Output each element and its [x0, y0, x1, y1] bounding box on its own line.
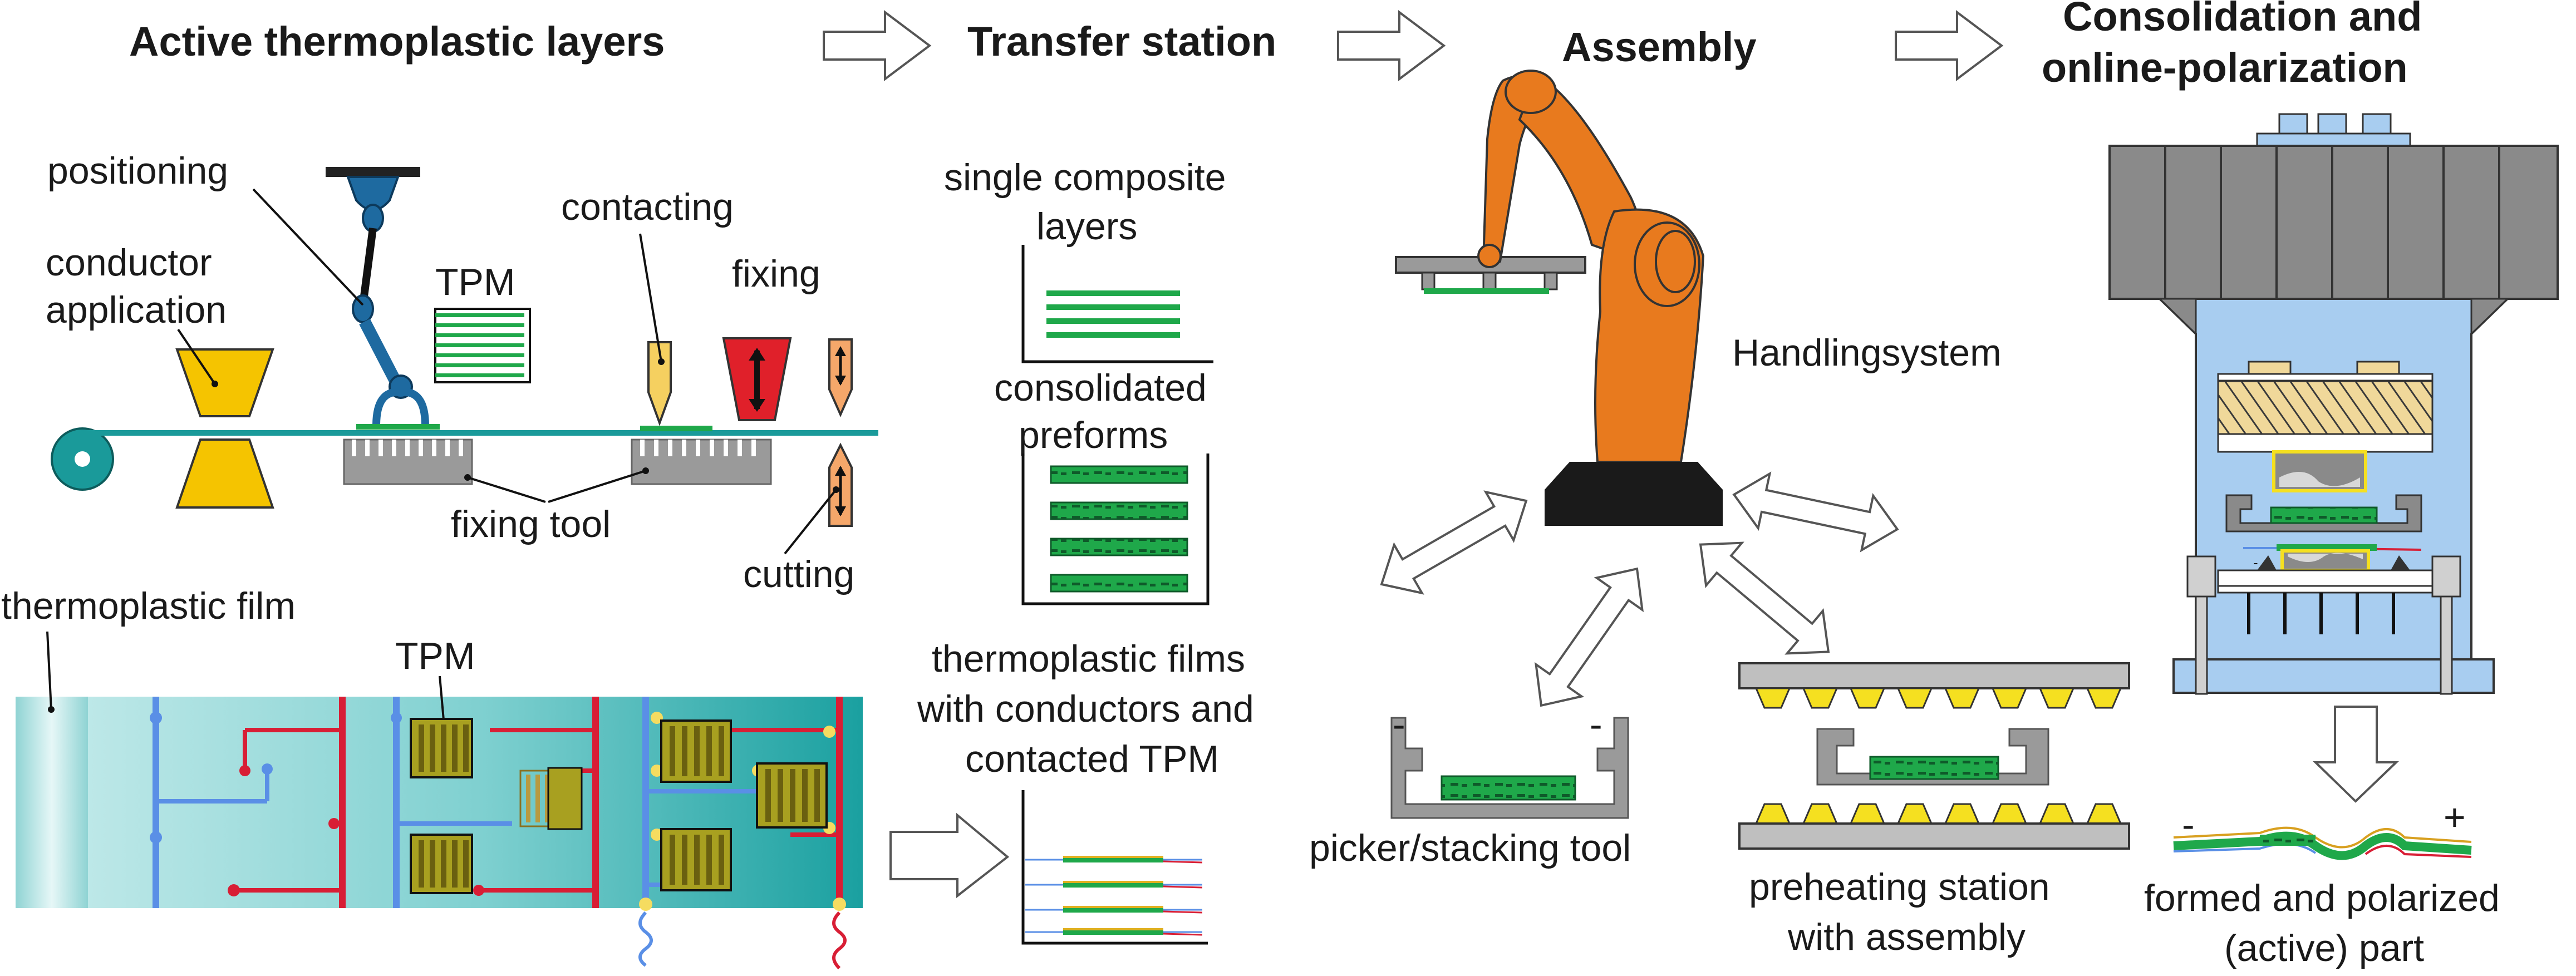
- label-tpm-top: TPM: [435, 261, 515, 303]
- fixing-tool-1: [343, 438, 473, 485]
- formed-part: [2173, 826, 2472, 860]
- label-contacting: contacting: [561, 186, 734, 228]
- gripper: [372, 388, 429, 426]
- double-arrow-down: [1517, 551, 1661, 723]
- tpm-module: [660, 828, 732, 891]
- heading-transfer-station: Transfer station: [967, 18, 1276, 65]
- roll-core: [75, 451, 90, 467]
- flow-arrow-film: [889, 812, 1010, 899]
- label-formed-line1: formed and polarized: [2144, 877, 2500, 919]
- double-arrow-preheat: [1681, 522, 1848, 674]
- heading-consolidation-line1: Consolidation and: [2063, 0, 2422, 40]
- label-films-line3: contacted TPM: [965, 738, 1219, 780]
- label-single-line1: single composite: [944, 156, 1226, 199]
- label-single-line2: layers: [1036, 205, 1137, 248]
- leader-positioning: [252, 188, 364, 306]
- flow-arrow-3: [1895, 11, 2003, 80]
- double-arrow-picker: [1366, 475, 1541, 610]
- icon-press-minus: -: [2253, 554, 2258, 571]
- leader-conductor: [177, 328, 216, 385]
- label-films-line2: with conductors and: [917, 688, 1254, 730]
- conductor-applicator-lower: [175, 438, 274, 509]
- thermoplastic-film-panel: thermoplastic film TPM: [1, 585, 863, 970]
- tpm-module-floating: [519, 767, 583, 830]
- label-conductor-line1: conductor: [46, 241, 212, 284]
- film-roll-end: [16, 697, 88, 908]
- label-cutting: cutting: [743, 553, 854, 595]
- flow-arrow-1: [823, 11, 931, 80]
- gripper-tpm: [356, 424, 440, 430]
- label-part-minus: -: [2182, 804, 2195, 846]
- tpm-module: [410, 834, 473, 894]
- label-picker: picker/stacking tool: [1309, 827, 1631, 869]
- picker-stacking-tool: - -: [1390, 703, 1629, 819]
- transfer-station: single composite layers consolidated pre…: [917, 156, 1254, 945]
- label-positioning: positioning: [47, 150, 228, 192]
- heading-assembly: Assembly: [1562, 24, 1757, 70]
- label-preheating-line2: with assembly: [1787, 916, 2026, 958]
- flow-arrow-down: [2313, 706, 2399, 803]
- label-consolidated-line2: preforms: [1019, 414, 1168, 456]
- label-consolidated-line1: consolidated: [994, 367, 1207, 409]
- tpm-module: [410, 718, 473, 778]
- label-thermoplastic-film: thermoplastic film: [1, 585, 296, 627]
- tpm-stack: [434, 308, 531, 383]
- tpm-module: [756, 762, 828, 829]
- label-fixing-tool: fixing tool: [451, 503, 611, 545]
- label-handlingsystem: Handlingsystem: [1732, 332, 2002, 374]
- label-minus-left: -: [1393, 703, 1405, 746]
- film-strip: [82, 430, 878, 436]
- label-formed-line2: (active) part: [2224, 927, 2424, 969]
- label-conductor-line2: application: [46, 289, 227, 331]
- label-fixing: fixing: [732, 253, 820, 295]
- contacting-tool: [647, 341, 672, 426]
- label-tpm-film: TPM: [395, 635, 475, 677]
- conductor-applicator-upper: [175, 348, 274, 417]
- heading-active-layers: Active thermoplastic layers: [129, 18, 665, 65]
- double-arrow-press: [1727, 466, 1905, 558]
- arm-mount: [326, 167, 420, 177]
- label-minus-right: -: [1590, 703, 1602, 746]
- consolidation-press: - +: [2108, 113, 2559, 695]
- preheating-station: [1738, 662, 2130, 850]
- flow-arrow-2: [1337, 11, 1445, 80]
- production-line: conductor application positioning TPM: [46, 150, 878, 595]
- label-films-line1: thermoplastic films: [932, 638, 1245, 680]
- label-preheating-line1: preheating station: [1749, 866, 2050, 908]
- heading-consolidation-line2: online-polarization: [2042, 45, 2408, 91]
- robot-handling-system: [1395, 70, 1723, 526]
- fixing-tool-2: [631, 438, 772, 485]
- label-part-plus: +: [2444, 796, 2466, 839]
- tpm-module: [660, 719, 732, 783]
